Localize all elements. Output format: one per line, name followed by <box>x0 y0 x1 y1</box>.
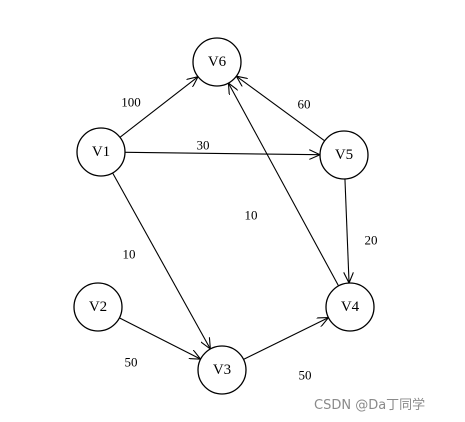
edge-weight-v5-v4: 20 <box>365 233 378 248</box>
node-v2: V2 <box>73 282 123 332</box>
edge-weight-v3-v4: 50 <box>299 368 312 383</box>
node-label-v5: V5 <box>335 147 353 163</box>
edge-v3-v4 <box>243 318 329 360</box>
node-v3: V3 <box>197 345 247 395</box>
node-v1: V1 <box>76 127 126 177</box>
node-circle-v2 <box>73 282 123 332</box>
node-label-v3: V3 <box>213 362 231 378</box>
node-circle-v3 <box>197 345 247 395</box>
node-v5: V5 <box>319 130 369 180</box>
node-v6: V6 <box>192 37 242 87</box>
edge-v5-v4 <box>345 178 349 283</box>
edges: 100 30 10 50 50 10 60 20 <box>112 76 378 383</box>
edge-weight-v5-v6: 60 <box>298 97 311 112</box>
node-label-v6: V6 <box>208 54 227 70</box>
edge-v1-v5 <box>124 152 320 154</box>
node-v4: V4 <box>325 282 375 332</box>
edge-weight-v4-v6: 10 <box>245 208 258 223</box>
edge-v4-v6 <box>228 83 340 287</box>
edge-v1-v6 <box>119 77 198 138</box>
watermark: CSDN @Da丁同学 <box>314 398 426 413</box>
edge-v5-v6 <box>236 76 325 142</box>
edge-weight-v2-v3: 50 <box>125 355 138 370</box>
node-circle-v1 <box>76 127 126 177</box>
edge-v2-v3 <box>119 317 200 359</box>
node-label-v1: V1 <box>92 144 110 160</box>
node-label-v2: V2 <box>89 299 107 315</box>
node-label-v4: V4 <box>341 299 360 315</box>
edge-v1-v3 <box>112 172 211 349</box>
edge-weight-v1-v6: 100 <box>121 95 141 110</box>
edge-weight-v1-v5: 30 <box>197 138 210 153</box>
node-circle-v5 <box>319 130 369 180</box>
edge-weight-v1-v3: 10 <box>123 247 136 262</box>
node-circle-v6 <box>192 37 242 87</box>
node-circle-v4 <box>325 282 375 332</box>
